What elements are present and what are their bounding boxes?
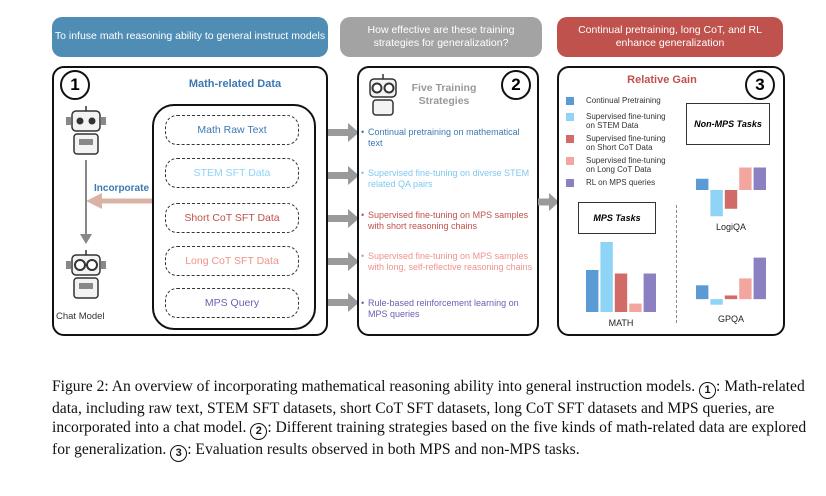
bullet-icon: • [361,210,365,220]
strategy-text: Supervised fine-tuning on MPS samples wi… [368,251,533,273]
incorporate-label: Incorporate [94,183,150,194]
bar-gpqa-3 [739,278,752,300]
bullet-icon: • [361,251,365,261]
bar-math-4 [643,273,656,312]
panel-2-title: Five Training Strategies [411,82,477,107]
caption-text-3: : Evaluation results observed in both MP… [187,441,580,459]
robot-icon [66,106,106,155]
header-2-text: How effective are these training strateg… [367,23,515,49]
bar-logiqa-3 [739,167,752,190]
down-arrow-icon [80,160,92,244]
caption-text-2: : Different training strategies based on… [52,419,807,459]
data-item-short-cot: Short CoT SFT Data [165,203,299,233]
bullet-icon: • [361,298,365,308]
non-mps-label-box: Non-MPS Tasks [686,103,770,145]
bar-gpqa-1 [710,299,723,305]
panel-3-title: Relative Gain [627,74,697,86]
strategy-stem: •Supervised fine-tuning on diverse STEM … [361,168,533,191]
data-item-stem-sft: STEM SFT Data [165,158,299,188]
bar-gpqa-4 [753,257,766,300]
data-item-mps-query: MPS Query [165,288,299,318]
strategy-continual: •Continual pretraining on mathematical t… [361,127,533,150]
legend-label: Supervised fine-tuning on STEM Data [586,112,666,131]
bullet-icon: • [361,168,365,178]
strategy-text: Continual pretraining on mathematical te… [368,127,520,149]
bar-math-0 [586,270,599,312]
data-to-strategy-arrows [328,123,359,312]
data-item-long-cot: Long CoT SFT Data [165,246,299,276]
robot-glasses-icon [369,74,397,116]
bar-logiqa-2 [724,190,738,209]
legend-label: Continual Pretraining [586,96,661,105]
legend-swatch [566,157,574,165]
legend-label: RL on MPS queries [586,178,656,187]
strategy-rl: •Rule-based reinforcement learning on MP… [361,298,533,321]
legend-label: Supervised fine-tuning on Short CoT Data [586,134,666,153]
panel-3-number: 3 [745,70,775,100]
strategy-text: Supervised fine-tuning on MPS samples wi… [368,210,529,232]
header-pill-3: Continual pretraining, long CoT, and RL … [557,17,783,57]
non-mps-label: Non-MPS Tasks [694,119,762,129]
caption-number-2: 2 [250,423,268,441]
strategy-to-gain-arrow [538,193,559,211]
bar-gpqa-2 [724,295,738,300]
legend-swatch [566,135,574,143]
legend-swatch [566,113,574,121]
panel-1-number: 1 [60,70,90,100]
bar-math-2 [614,273,628,312]
strategy-text: Rule-based reinforcement learning on MPS… [368,298,519,320]
strategy-text: Supervised fine-tuning on diverse STEM r… [368,168,530,190]
header-pill-1: To infuse math reasoning ability to gene… [52,17,328,57]
mps-label-box: MPS Tasks [578,202,656,234]
header-3-text: Continual pretraining, long CoT, and RL … [578,23,762,49]
bar-logiqa-0 [696,178,709,190]
chart-label-math: MATH [609,318,634,328]
caption-text-1: : Math-related data, including raw text,… [52,378,805,437]
header-pill-2: How effective are these training strateg… [340,17,542,57]
strategy-long-cot: •Supervised fine-tuning on MPS samples w… [361,251,533,274]
caption-intro: An overview of incorporating mathematica… [108,378,699,395]
caption-number-3: 3 [170,445,188,463]
caption-number-1: 1 [699,382,716,399]
legend-label: Supervised fine-tuning on Long CoT Data [586,156,666,175]
bar-math-1 [600,242,613,312]
panel-2-number: 2 [501,70,531,100]
bar-logiqa-4 [753,167,766,190]
legend-swatch [566,97,574,105]
chat-robot-icon [66,250,106,299]
panel-1-title: Math-related Data [188,78,282,90]
mps-label: MPS Tasks [593,213,641,223]
data-group-outline [152,104,316,330]
figure-label: Figure 2: [52,378,109,395]
data-item-math-raw-text: Math Raw Text [165,115,299,145]
chart-label-gpqa: GPQA [718,314,744,324]
figure-caption: Figure 2: An overview of incorporating m… [52,377,822,463]
bullet-icon: • [361,127,365,137]
incorporate-arrow-icon [86,193,152,209]
bar-math-3 [629,303,642,312]
legend-swatch [566,179,574,187]
chart-label-logiqa: LogiQA [716,222,746,232]
bar-gpqa-0 [696,285,709,300]
chat-model-label: Chat Model [56,311,105,322]
header-1-text: To infuse math reasoning ability to gene… [54,30,326,43]
bar-logiqa-1 [710,190,723,217]
chart-divider [676,205,677,323]
strategy-short-cot: •Supervised fine-tuning on MPS samples w… [361,210,533,233]
